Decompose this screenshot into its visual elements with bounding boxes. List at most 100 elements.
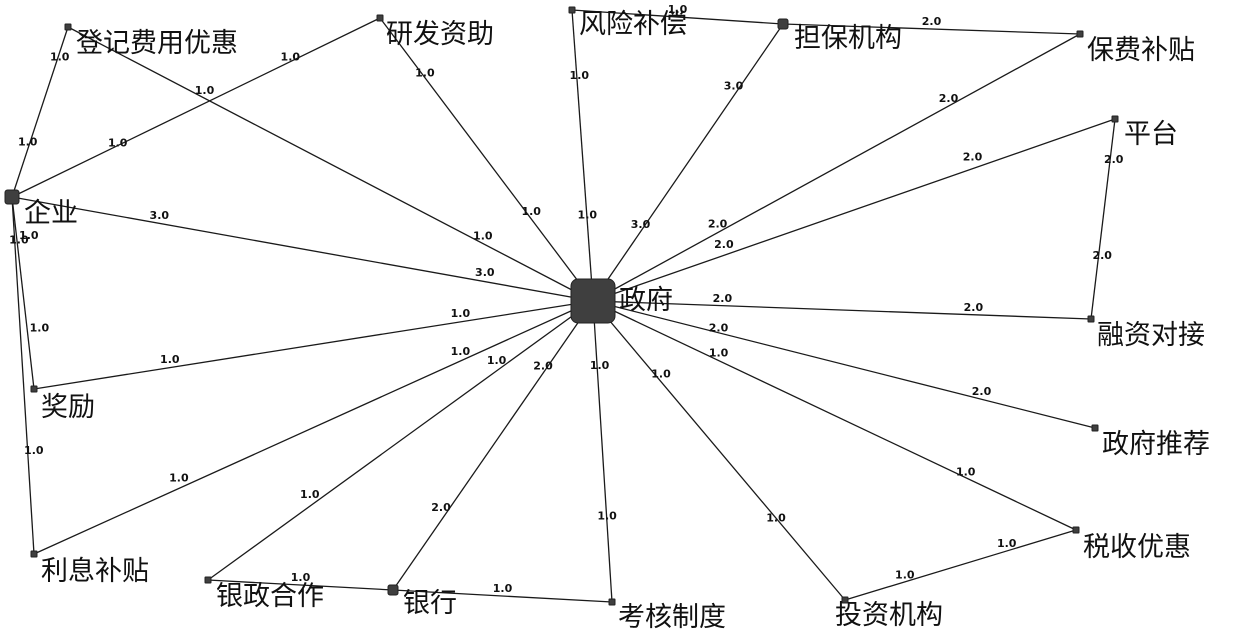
- edge-zhengfu-tuijian: [592, 300, 1096, 429]
- edge-zhengfu-lixi: [33, 300, 594, 555]
- node-label-yanfa: 研发资助: [386, 19, 494, 50]
- node-label-yinzheng: 银政合作: [216, 581, 324, 612]
- edge-weight-label: 2.0: [964, 301, 984, 314]
- edge-zhengfu-shuishou: [592, 300, 1077, 531]
- node-lixi: [30, 550, 38, 558]
- edge-weight-label: 1.0: [9, 233, 29, 246]
- edge-weight-label: 2.0: [963, 151, 983, 164]
- node-jiangli: [30, 385, 38, 393]
- edge-pingtai-rongzi: [1090, 118, 1116, 320]
- node-kaohe: [608, 598, 616, 606]
- edge-weight-label: 1.0: [590, 359, 610, 372]
- edge-weight-label: 2.0: [714, 238, 734, 251]
- node-dengji: [64, 23, 72, 31]
- node-label-dengji: 登记费用优惠: [76, 28, 238, 59]
- edge-weight-label: 1.0: [300, 488, 320, 501]
- edge-weight-label: 1.0: [195, 84, 215, 97]
- node-label-touzi: 投资机构: [835, 600, 943, 631]
- node-label-tuijian: 政府推荐: [1102, 429, 1210, 460]
- edge-weight-label: 1.0: [651, 368, 671, 381]
- edge-weights-layer: 3.03.01.01.01.01.01.01.03.03.02.02.02.02…: [9, 3, 1124, 595]
- edges-layer: [11, 9, 1116, 603]
- edge-zhengfu-yinhang: [392, 300, 594, 591]
- edge-weight-label: 1.0: [895, 569, 915, 582]
- node-label-pingtai: 平台: [1124, 119, 1178, 150]
- edge-weight-label: 1.0: [281, 51, 301, 64]
- edge-weight-label: 2.0: [533, 359, 553, 372]
- edge-zhengfu-rongzi: [592, 300, 1092, 320]
- edge-qiye-jiangli: [11, 196, 35, 390]
- edge-weight-label: 2.0: [939, 92, 959, 105]
- edge-weight-label: 1.0: [108, 137, 128, 150]
- edge-weight-label: 1.0: [415, 66, 435, 79]
- node-label-danbao: 担保机构: [794, 23, 902, 54]
- node-yinzheng: [204, 576, 212, 584]
- edge-weight-label: 1.0: [709, 347, 729, 360]
- node-zhengfu: [570, 278, 616, 324]
- edge-weight-label: 2.0: [709, 321, 729, 334]
- edge-weight-label: 1.0: [668, 3, 688, 16]
- node-danbao: [777, 18, 789, 30]
- edge-weight-label: 1.0: [956, 466, 976, 479]
- node-tuijian: [1091, 424, 1099, 432]
- edge-qiye-yanfa: [11, 17, 381, 198]
- edge-weight-label: 2.0: [972, 385, 992, 398]
- edge-yinzheng-yinhang: [207, 579, 394, 591]
- node-labels-layer: 政府企业登记费用优惠研发资助风险补偿担保机构保费补贴平台融资对接政府推荐税收优惠…: [24, 9, 1210, 633]
- edge-weight-label: 2.0: [431, 501, 451, 514]
- edge-weight-label: 1.0: [997, 537, 1017, 550]
- edge-weight-label: 1.0: [473, 230, 493, 243]
- node-label-yinhang: 银行: [403, 588, 457, 619]
- edge-qiye-lixi: [11, 196, 35, 555]
- edge-weight-label: 2.0: [1092, 249, 1112, 262]
- node-yanfa: [376, 14, 384, 22]
- node-label-jiangli: 奖励: [41, 392, 95, 423]
- edge-shuishou-touzi: [844, 529, 1077, 601]
- node-shuishou: [1072, 526, 1080, 534]
- node-label-baofei: 保费补贴: [1087, 35, 1195, 66]
- edge-weight-label: 1.0: [487, 354, 507, 367]
- node-rongzi: [1087, 315, 1095, 323]
- edge-zhengfu-baofei: [592, 33, 1081, 302]
- node-pingtai: [1111, 115, 1119, 123]
- node-label-fengxian: 风险补偿: [579, 9, 687, 40]
- edge-zhengfu-fengxian: [571, 9, 594, 302]
- node-label-kaohe: 考核制度: [618, 602, 726, 633]
- edge-weight-label: 1.0: [451, 307, 471, 320]
- edge-weight-label: 1.0: [160, 353, 180, 366]
- edge-weight-label: 3.0: [475, 266, 495, 279]
- node-label-rongzi: 融资对接: [1097, 320, 1205, 351]
- edge-weight-label: 3.0: [631, 218, 651, 231]
- edge-fengxian-danbao: [571, 9, 784, 25]
- node-label-zhengfu: 政府: [619, 285, 673, 316]
- node-fengxian: [568, 6, 576, 14]
- edge-weight-label: 1.0: [493, 582, 513, 595]
- edge-zhengfu-pingtai: [592, 118, 1116, 302]
- edge-weight-label: 3.0: [724, 79, 744, 92]
- edge-weight-label: 1.0: [19, 229, 39, 242]
- edge-weight-label: 2.0: [1104, 153, 1124, 166]
- edge-zhengfu-yinzheng: [207, 300, 594, 581]
- edge-zhengfu-qiye: [11, 196, 594, 302]
- edge-weight-label: 3.0: [150, 209, 170, 222]
- edge-zhengfu-jiangli: [33, 300, 594, 390]
- node-label-lixi: 利息补贴: [41, 556, 149, 587]
- edge-qiye-dengji: [11, 26, 69, 198]
- node-label-shuishou: 税收优惠: [1083, 532, 1191, 563]
- edge-weight-label: 2.0: [922, 15, 942, 28]
- edge-weight-label: 1.0: [18, 135, 38, 148]
- edge-weight-label: 1.0: [451, 345, 471, 358]
- node-touzi: [841, 596, 849, 604]
- edge-weight-label: 1.0: [597, 510, 617, 523]
- edge-weight-label: 1.0: [521, 205, 541, 218]
- node-baofei: [1076, 30, 1084, 38]
- edge-weight-label: 1.0: [50, 50, 70, 63]
- edge-danbao-baofei: [782, 23, 1081, 35]
- edge-zhengfu-yanfa: [379, 17, 594, 302]
- nodes-layer: [4, 6, 1119, 606]
- edge-weight-label: 1.0: [24, 444, 44, 457]
- edge-zhengfu-touzi: [592, 300, 846, 601]
- edge-zhengfu-kaohe: [592, 300, 613, 603]
- edge-weight-label: 1.0: [291, 571, 311, 584]
